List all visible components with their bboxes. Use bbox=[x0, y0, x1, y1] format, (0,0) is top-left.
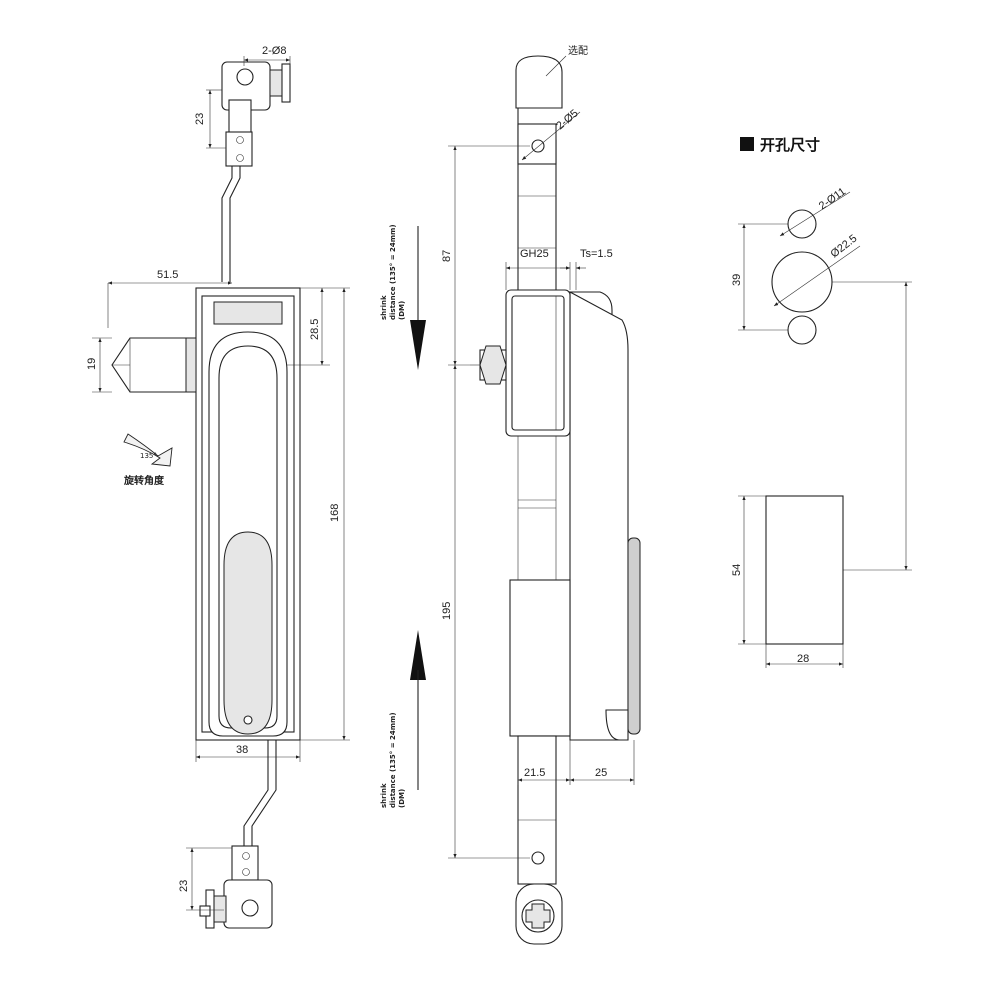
rotation-arrow-icon: 135° bbox=[123, 433, 173, 467]
dim-rect-width: 28 bbox=[797, 653, 809, 665]
dim-total: 195 bbox=[441, 602, 453, 620]
dim-upper: 87 bbox=[441, 250, 453, 262]
top-cam-assembly bbox=[221, 61, 291, 282]
dim-front-depth: 21.5 bbox=[524, 767, 545, 779]
dim-hole-pitch: 39 bbox=[731, 274, 743, 286]
shrink-bottom-line-1: shrink bbox=[380, 783, 388, 808]
dim-cap-height: 28.5 bbox=[309, 319, 321, 340]
dim-bottom-pitch: 23 bbox=[178, 880, 190, 892]
handle-tab bbox=[111, 337, 197, 393]
dim-width: 38 bbox=[236, 744, 248, 756]
shrink-note-bottom: shrink distance (135° = 24mm) (DM) bbox=[380, 630, 426, 808]
dim-rect-height: 54 bbox=[731, 564, 743, 576]
shrink-note-top: shrink distance (135° = 24mm) (DM) bbox=[380, 224, 426, 370]
dim-rear-depth: 25 bbox=[595, 767, 607, 779]
dim-small-holes: 2-Ø11 bbox=[817, 186, 848, 213]
shrink-top-line-2: distance (135° = 24mm) bbox=[389, 224, 397, 320]
dim-handle-width: 19 bbox=[86, 358, 98, 370]
dim-gh: GH25 bbox=[520, 248, 549, 260]
bottom-rod bbox=[515, 735, 563, 945]
cutout-view: 开孔尺寸 2-Ø11 Ø22.5 39 54 28 bbox=[731, 136, 912, 668]
cutout-title: 开孔尺寸 bbox=[760, 136, 820, 154]
front-view: 23 2-Ø8 51.5 19 bbox=[86, 45, 350, 929]
shrink-top-line-3: (DM) bbox=[398, 301, 406, 320]
side-view: 选配 2-Ø5 bbox=[380, 44, 641, 945]
side-body bbox=[505, 289, 641, 741]
dim-ts: Ts=1.5 bbox=[580, 248, 613, 260]
rotation-angle: 135° bbox=[140, 452, 157, 460]
latch-body bbox=[195, 287, 301, 741]
dim-top-pitch: 23 bbox=[194, 113, 206, 125]
bottom-cam-assembly bbox=[199, 740, 277, 929]
title-square-icon bbox=[740, 137, 754, 151]
dim-offset: 51.5 bbox=[157, 269, 178, 281]
dim-rod-holes: 2-Ø5 bbox=[554, 107, 580, 132]
shrink-bottom-line-3: (DM) bbox=[398, 789, 406, 808]
rotation-label: 旋转角度 bbox=[123, 474, 165, 487]
top-rod bbox=[517, 108, 557, 293]
side-nut bbox=[470, 345, 507, 385]
shrink-bottom-line-2: distance (135° = 24mm) bbox=[389, 712, 397, 808]
dim-top-holes: 2-Ø8 bbox=[262, 45, 286, 57]
dim-center-hole: Ø22.5 bbox=[828, 232, 859, 260]
optional-label: 选配 bbox=[568, 44, 588, 57]
dim-height: 168 bbox=[329, 504, 341, 522]
shrink-top-line-1: shrink bbox=[380, 295, 388, 320]
